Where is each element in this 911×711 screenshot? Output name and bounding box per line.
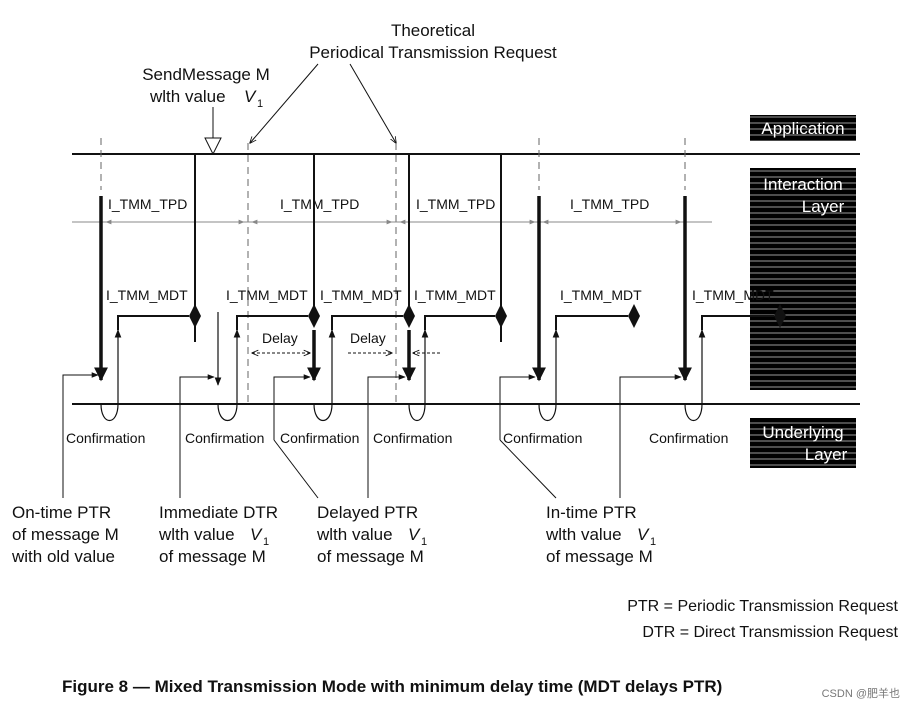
sendmessage-v: V xyxy=(244,87,257,106)
svg-text:V: V xyxy=(637,525,650,544)
mdt-label-1: I_TMM_MDT xyxy=(106,287,188,303)
svg-text:of message M: of message M xyxy=(159,547,266,566)
svg-text:1: 1 xyxy=(650,536,656,548)
label-intime-ptr: In-time PTR wlth value V 1 of message M xyxy=(545,503,656,566)
theoretical-ptr-gridlines xyxy=(100,138,686,404)
tpd-label-3: I_TMM_TPD xyxy=(416,196,495,212)
confirmation-label-1: Confirmation xyxy=(66,430,145,446)
sendmessage-open-arrow xyxy=(204,137,222,156)
svg-text:of message M: of message M xyxy=(12,525,119,544)
confirmation-label-5: Confirmation xyxy=(503,430,582,446)
label-leader-lines xyxy=(62,372,682,499)
mdt-label-3: I_TMM_MDT xyxy=(320,287,402,303)
mdt-diamonds xyxy=(189,304,786,328)
mdt-label-5: I_TMM_MDT xyxy=(560,287,642,303)
figure-caption: Figure 8 — Mixed Transmission Mode with … xyxy=(62,677,722,696)
application-layer-label: Application xyxy=(761,119,844,138)
sendmessage-line1: SendMessage M xyxy=(142,65,270,84)
label-ontime-ptr: On-time PTR of message M with old value xyxy=(11,503,119,566)
confirmation-label-4: Confirmation xyxy=(373,430,452,446)
mdt-label-4: I_TMM_MDT xyxy=(414,287,496,303)
tpd-label-2: I_TMM_TPD xyxy=(280,196,359,212)
svg-text:V: V xyxy=(408,525,421,544)
ptr-bold-arrows xyxy=(94,196,692,382)
sendmessage-line2: wlth value xyxy=(149,87,226,106)
svg-text:V: V xyxy=(250,525,263,544)
theoretical-line2: Periodical Transmission Request xyxy=(309,43,557,62)
svg-text:Delayed PTR: Delayed PTR xyxy=(317,503,418,522)
interaction-layer-label1: Interaction xyxy=(763,175,842,194)
confirmation-label-6: Confirmation xyxy=(649,430,728,446)
svg-text:1: 1 xyxy=(421,536,427,548)
svg-text:of message M: of message M xyxy=(317,547,424,566)
underlying-layer-box xyxy=(750,418,856,468)
legend-ptr: PTR = Periodic Transmission Request xyxy=(627,598,898,615)
underlying-layer-label1: Underlying xyxy=(762,423,843,442)
svg-text:Immediate DTR: Immediate DTR xyxy=(159,503,278,522)
svg-text:In-time PTR: In-time PTR xyxy=(546,503,637,522)
svg-text:wlth value: wlth value xyxy=(316,525,393,544)
interaction-layer-label2: Layer xyxy=(802,197,845,216)
svg-text:with old value: with old value xyxy=(11,547,115,566)
application-update-lines xyxy=(194,154,502,342)
confirmation-loops xyxy=(100,329,706,422)
delay-label-1: Delay xyxy=(262,330,298,346)
tpd-label-1: I_TMM_TPD xyxy=(108,196,187,212)
application-layer-box xyxy=(750,115,856,141)
watermark: CSDN @肥羊也 xyxy=(822,686,900,700)
mdt-label-2: I_TMM_MDT xyxy=(226,287,308,303)
theoretical-line1: Theoretical xyxy=(391,21,475,40)
theoretical-pointer-left xyxy=(250,63,319,143)
mdt-timer-lines xyxy=(117,315,774,330)
mdt-label-6: I_TMM_MDT xyxy=(692,287,774,303)
sendmessage-v-sub: 1 xyxy=(257,98,263,110)
label-immediate-dtr: Immediate DTR wlth value V 1 of message … xyxy=(158,503,278,566)
svg-text:On-time PTR: On-time PTR xyxy=(12,503,111,522)
svg-text:of message M: of message M xyxy=(546,547,653,566)
confirmation-label-2: Confirmation xyxy=(185,430,264,446)
svg-text:wlth value: wlth value xyxy=(158,525,235,544)
confirmation-label-3: Confirmation xyxy=(280,430,359,446)
theoretical-pointer-right xyxy=(349,63,396,143)
interaction-layer-box xyxy=(750,168,856,390)
label-delayed-ptr: Delayed PTR wlth value V 1 of message M xyxy=(316,503,427,566)
underlying-layer-label2: Layer xyxy=(805,445,848,464)
delay-label-2: Delay xyxy=(350,330,386,346)
tpd-label-4: I_TMM_TPD xyxy=(570,196,649,212)
legend-dtr: DTR = Direct Transmission Request xyxy=(642,624,898,641)
svg-text:1: 1 xyxy=(263,536,269,548)
svg-text:wlth value: wlth value xyxy=(545,525,622,544)
